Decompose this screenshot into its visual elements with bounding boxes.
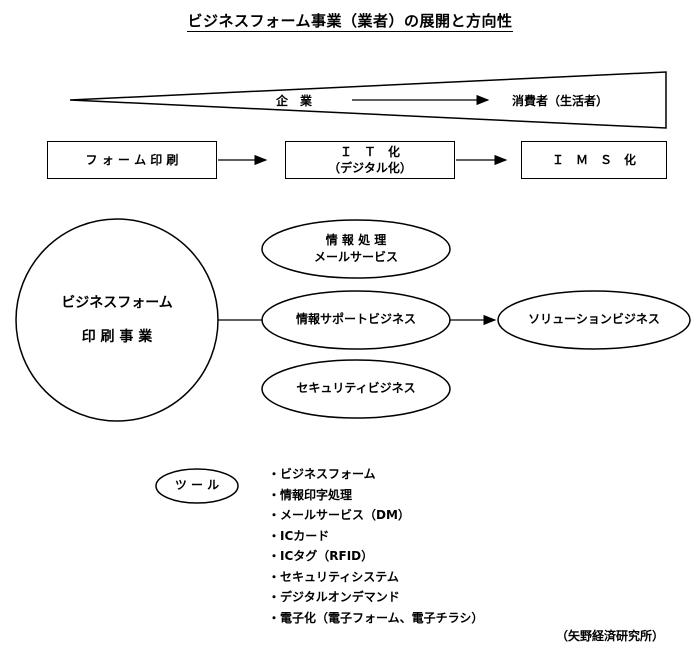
branch-ellipse-3 bbox=[261, 359, 451, 419]
solution-label: ソリューションビジネス bbox=[528, 312, 660, 327]
wedge-to-label: 消費者（生活者） bbox=[512, 94, 609, 108]
branch-info-support: 情報サポートビジネス bbox=[262, 291, 450, 349]
branch-label-line1: 情 報 処 理 bbox=[325, 232, 387, 247]
tools-item: ・ICカード bbox=[268, 528, 330, 543]
tools-item: ・電子化（電子フォーム、電子チラシ） bbox=[268, 610, 484, 625]
title-text: ビジネスフォーム事業（業者）の展開と方向性 bbox=[187, 12, 513, 32]
tools-item: ・ビジネスフォーム bbox=[268, 467, 376, 481]
wedge-from-label: 企 業 bbox=[276, 94, 313, 108]
branch-label: 情報サポートビジネス bbox=[295, 312, 416, 327]
branch-label-line2: メールサービス bbox=[313, 250, 398, 264]
expansion-wedge bbox=[69, 71, 667, 129]
core-label-line2: 印 刷 事 業 bbox=[81, 329, 153, 345]
tools-list: ・ビジネスフォーム ・情報印字処理 ・メールサービス（DM） ・ICカード ・I… bbox=[268, 464, 483, 628]
tools-item: ・セキュリティシステム bbox=[268, 569, 399, 584]
branch-label: セキュリティビジネス bbox=[296, 381, 416, 396]
tools-item: ・情報印字処理 bbox=[268, 487, 353, 502]
branch-security: セキュリティビジネス bbox=[262, 360, 450, 418]
stage-box-it: Ｉ Ｔ 化 （デジタル化） bbox=[285, 141, 455, 179]
tools-item: ・デジタルオンデマンド bbox=[268, 590, 400, 604]
solution-business: ソリューションビジネス bbox=[498, 291, 690, 349]
stage-label: フ ォ ー ム 印 刷 bbox=[85, 152, 179, 167]
source-credit: （矢野経済研究所） bbox=[555, 629, 664, 643]
tools-item: ・ICタグ（RFID） bbox=[268, 549, 374, 563]
stage-box-ims: Ｉ Ｍ Ｓ 化 bbox=[521, 141, 667, 179]
branch-ellipse-1 bbox=[261, 219, 451, 279]
tools-ellipse bbox=[155, 468, 239, 504]
tools-item: ・メールサービス（DM） bbox=[268, 508, 410, 522]
solution-ellipse bbox=[497, 290, 691, 350]
diagram-title: ビジネスフォーム事業（業者）の展開と方向性 bbox=[0, 10, 700, 32]
tools-label-text: ツ ー ル bbox=[174, 478, 220, 493]
stage-label: Ｉ Ｍ Ｓ 化 bbox=[551, 152, 636, 167]
branch-info-processing: 情 報 処 理 メールサービス bbox=[262, 220, 450, 278]
core-label: ビジネスフォーム 印 刷 事 業 bbox=[16, 280, 218, 360]
stage-label: Ｉ Ｔ 化 bbox=[339, 144, 400, 159]
tools-label: ツ ー ル bbox=[156, 469, 238, 503]
stage-box-form-printing: フ ォ ー ム 印 刷 bbox=[47, 141, 217, 179]
core-label-line1: ビジネスフォーム bbox=[61, 295, 173, 311]
stage-sublabel: （デジタル化） bbox=[328, 161, 412, 175]
